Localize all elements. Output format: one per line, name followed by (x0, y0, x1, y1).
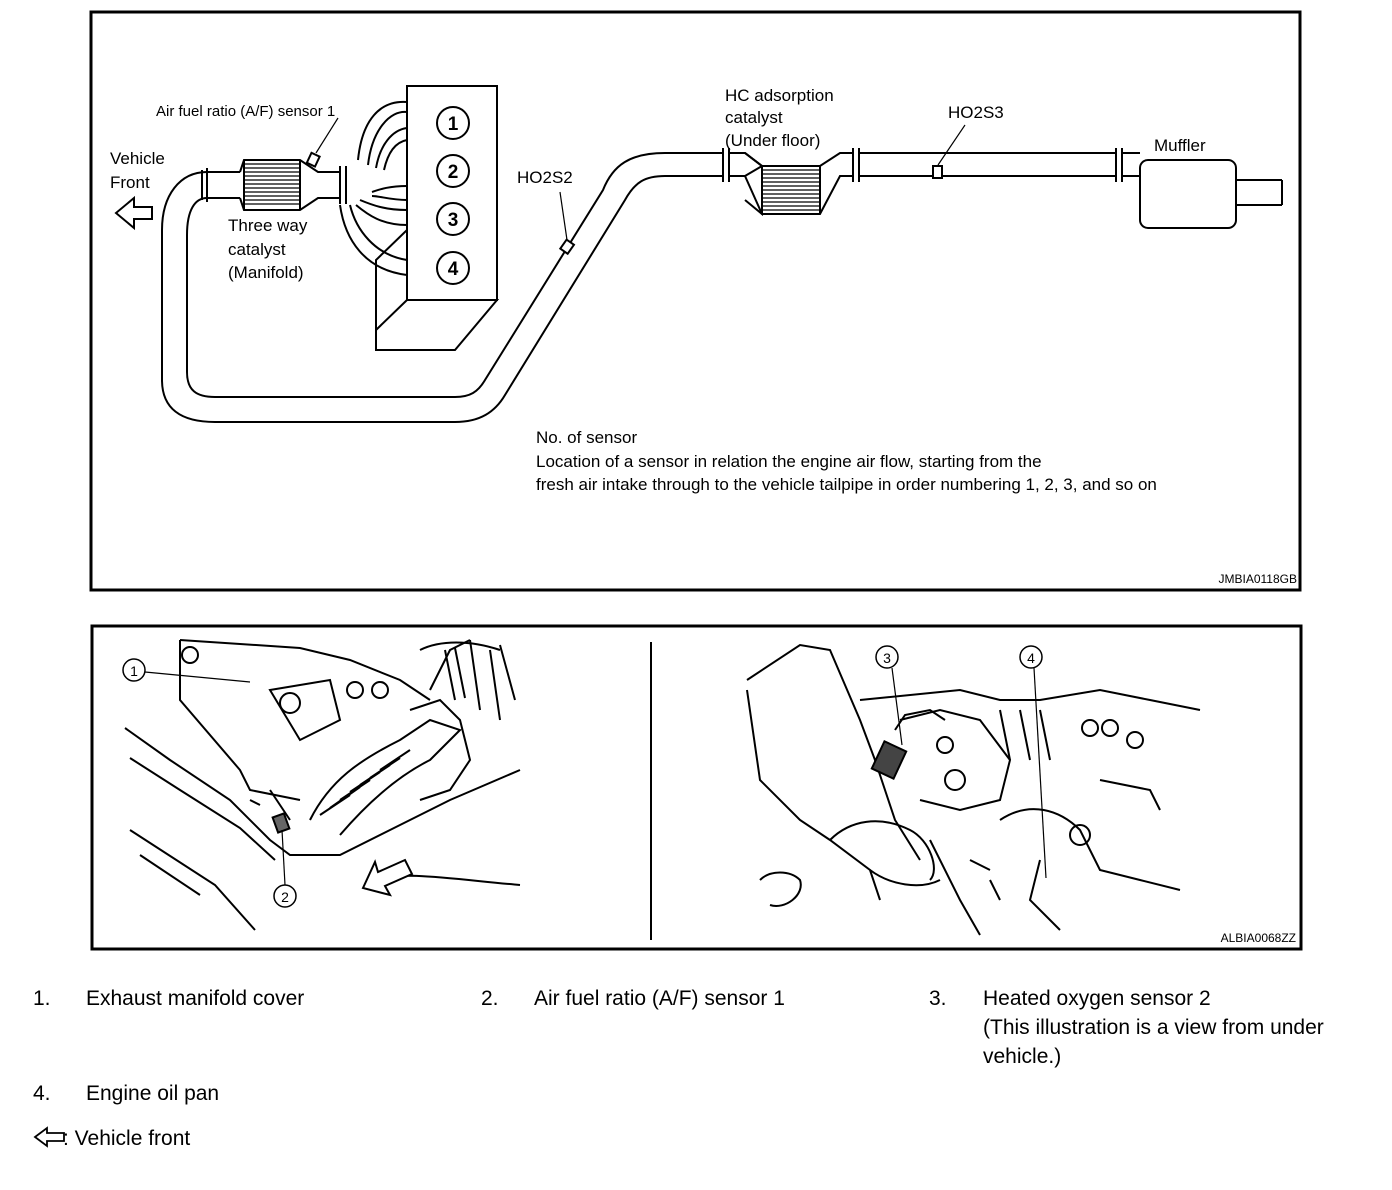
hc-label-3: (Under floor) (725, 131, 820, 150)
cylinder-3-circle (436, 202, 470, 236)
ho2s2-marker (558, 238, 576, 256)
exhaust-manifold (339, 100, 408, 276)
hc-label-2: catalyst (725, 108, 783, 127)
arrow-left-icon (33, 1126, 65, 1148)
legend-number: 2. (481, 987, 499, 1010)
cylinder-4-circle (436, 251, 470, 285)
front-pipe (201, 168, 240, 202)
callout-4: 4 (1019, 645, 1047, 879)
engine-block (375, 85, 500, 351)
exhaust-system-diagram: 1 2 3 4 (89, 10, 1302, 592)
callout-1-label: 1 (130, 663, 138, 679)
cylinder-numbers: 1 2 3 4 (436, 106, 470, 285)
ho2s3-label: HO2S3 (948, 103, 1004, 122)
callout-2: 2 (273, 829, 297, 908)
legend-text-line-3: vehicle.) (983, 1045, 1062, 1068)
vehicle-front-text: : Vehicle front (63, 1127, 191, 1150)
right-view (746, 643, 1201, 936)
legend-text: Exhaust manifold cover (86, 987, 305, 1010)
hc-label-1: HC adsorption (725, 86, 834, 105)
rear-pipe (859, 148, 1140, 182)
legend-number: 3. (929, 987, 947, 1010)
three-way-catalyst (239, 159, 347, 211)
ho2s2-label: HO2S2 (517, 168, 573, 187)
legend-text-line-2: (This illustration is a view from under (983, 1016, 1324, 1039)
vehicle-label: Vehicle (110, 149, 165, 168)
tailpipe (1236, 179, 1283, 206)
callout-4-label: 4 (1027, 650, 1035, 666)
muffler-label: Muffler (1154, 136, 1206, 155)
af-sensor-1-marker (305, 151, 321, 168)
cylinder-3-label: 3 (448, 210, 459, 231)
callout-3-label: 3 (883, 650, 891, 666)
callout-1: 1 (122, 658, 251, 683)
left-view (124, 639, 521, 931)
hc-adsorption-catalyst (722, 148, 860, 217)
legend-text: Heated oxygen sensor 2 (983, 987, 1211, 1010)
sensor-location-illustration: 1 2 3 4 ALBIA0068ZZ (90, 624, 1303, 951)
ho2s3-marker (932, 165, 943, 179)
illustration-frame (90, 624, 1303, 951)
cylinder-2-circle (436, 154, 470, 188)
twc-label-1: Three way (228, 216, 308, 235)
twc-label-3: (Manifold) (228, 263, 304, 282)
front-label: Front (110, 173, 150, 192)
callout-3: 3 (875, 645, 903, 746)
legend-text: Air fuel ratio (A/F) sensor 1 (534, 987, 785, 1010)
diagram-frame (89, 10, 1302, 592)
arrow-left-icon (114, 195, 153, 231)
legend-number: 4. (33, 1082, 51, 1105)
muffler-body (1139, 159, 1237, 229)
note-line-2: fresh air intake through to the vehicle … (536, 475, 1157, 494)
legend-text: Engine oil pan (86, 1082, 220, 1105)
cylinder-2-label: 2 (448, 162, 459, 183)
cylinder-1-circle (436, 106, 470, 140)
legend-number: 1. (33, 987, 51, 1010)
twc-label-2: catalyst (228, 240, 286, 259)
af-sensor-label: Air fuel ratio (A/F) sensor 1 (156, 103, 335, 120)
callout-2-label: 2 (281, 889, 289, 905)
note-line-1: Location of a sensor in relation the eng… (536, 452, 1042, 471)
legend: 1. Exhaust manifold cover 2. Air fuel ra… (0, 984, 1392, 1164)
illustration-code: ALBIA0068ZZ (1221, 931, 1296, 945)
note-title: No. of sensor (536, 428, 637, 447)
arrow-down-left-icon (361, 858, 414, 897)
diagram-code: JMBIA0118GB (1219, 572, 1297, 586)
cylinder-1-label: 1 (448, 114, 459, 135)
exhaust-pipe (161, 152, 723, 423)
cylinder-4-label: 4 (448, 259, 459, 280)
